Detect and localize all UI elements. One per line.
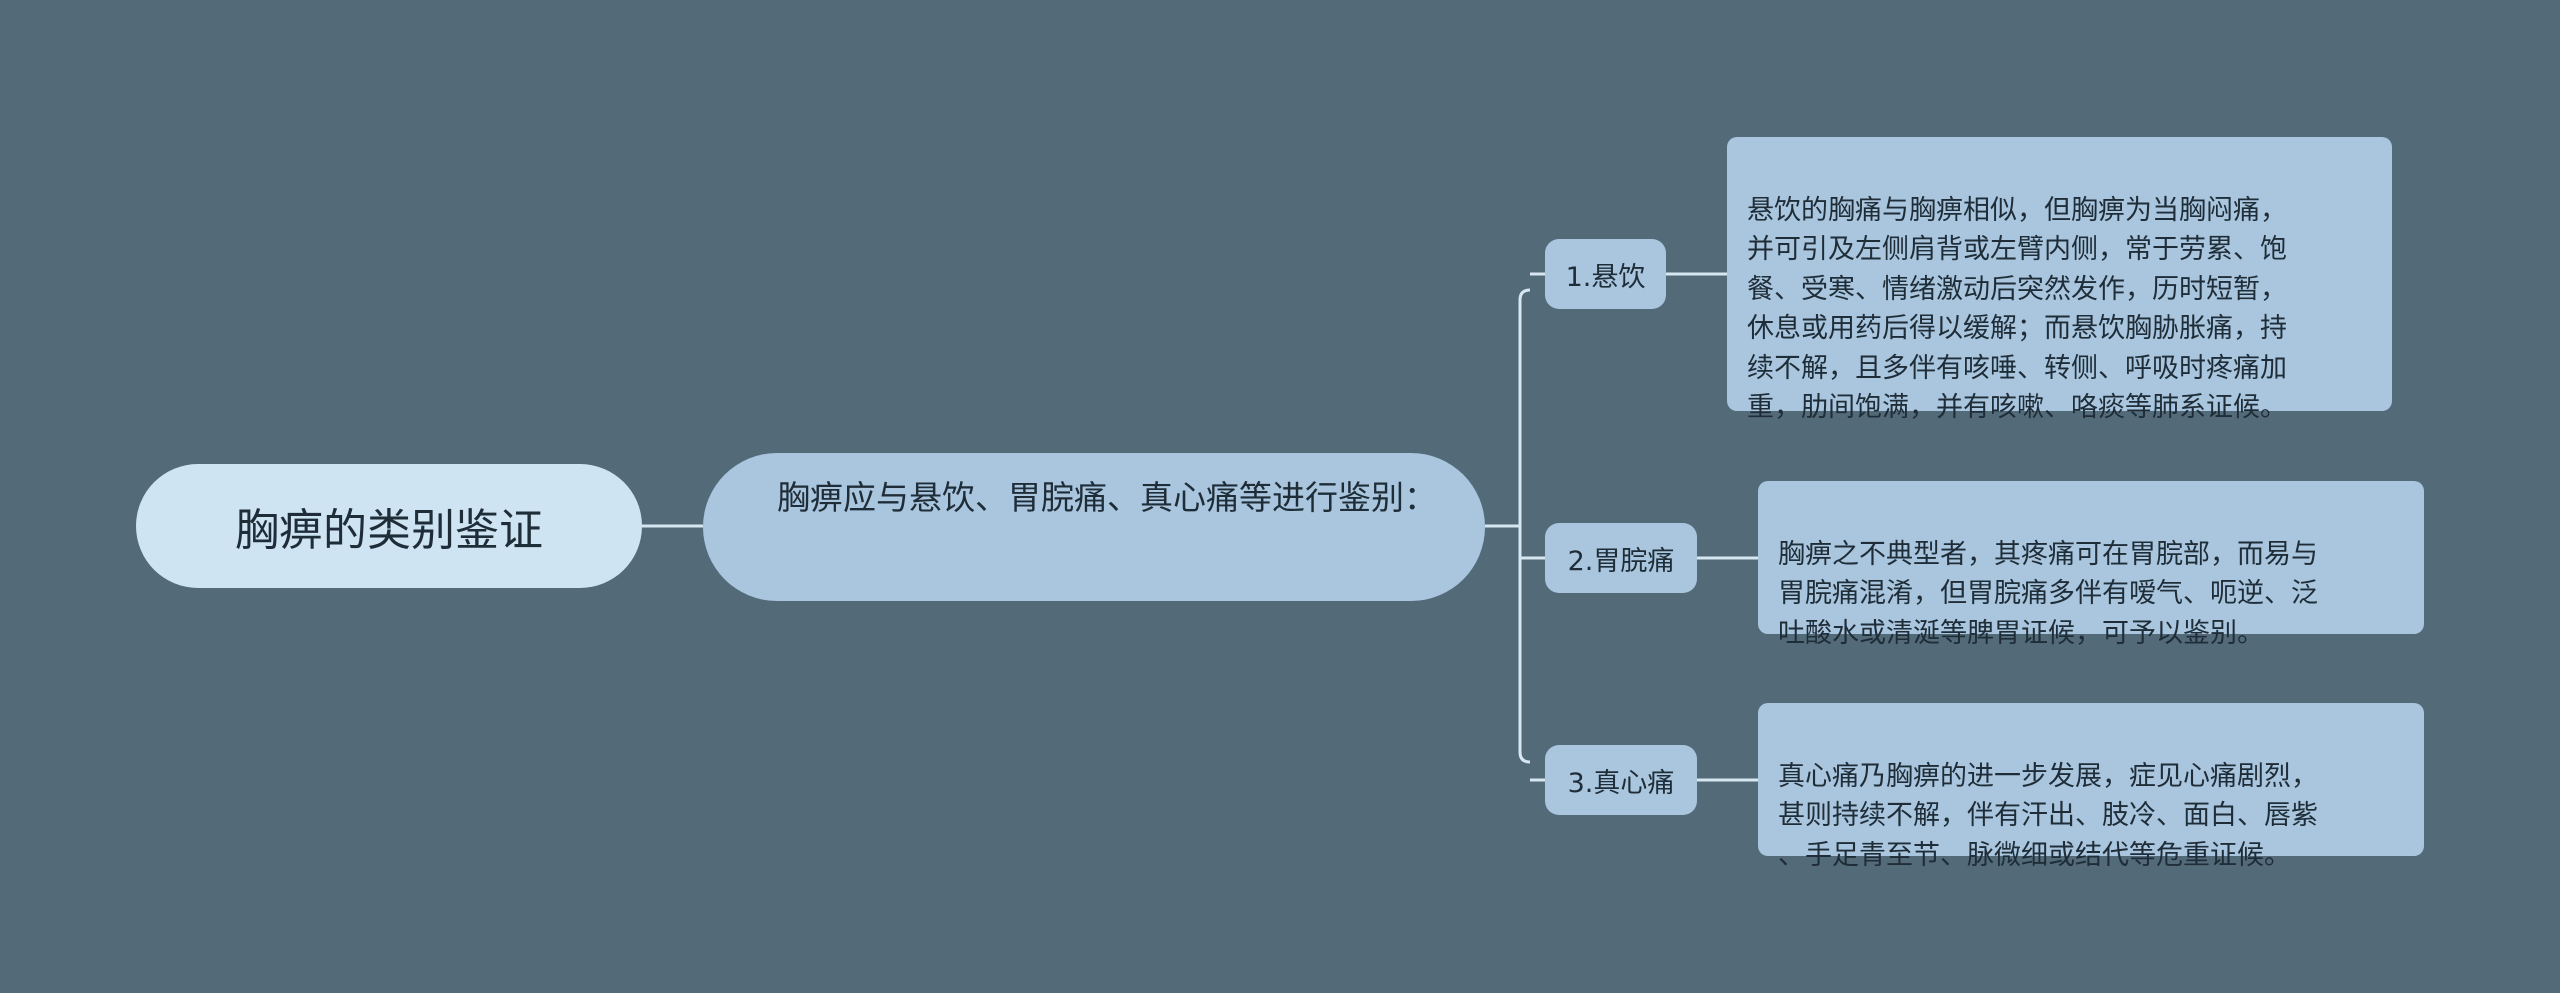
branch-topic-3[interactable]: 3.真心痛 bbox=[1545, 745, 1697, 815]
branch-detail-3[interactable]: 真心痛乃胸痹的进一步发展，症见心痛剧烈， 甚则持续不解，伴有汗出、肢冷、面白、唇… bbox=[1758, 703, 2424, 871]
branch-topic-2[interactable]: 2.胃脘痛 bbox=[1545, 523, 1697, 593]
branch-topic-label: 3.真心痛 bbox=[1567, 767, 1675, 799]
branch-detail-2[interactable]: 胸痹之不典型者，其疼痛可在胃脘部，而易与 胃脘痛混淆，但胃脘痛多伴有嗳气、呃逆、… bbox=[1758, 481, 2424, 649]
main-topic[interactable]: 胸痹应与悬饮、胃脘痛、真心痛等进行鉴别： bbox=[703, 453, 1485, 601]
branch-detail-1[interactable]: 悬饮的胸痛与胸痹相似，但胸痹为当胸闷痛， 并可引及左侧肩背或左臂内侧，常于劳累、… bbox=[1727, 137, 2392, 423]
root-topic[interactable]: 胸痹的类别鉴证 bbox=[136, 464, 642, 588]
root-topic-label: 胸痹的类别鉴证 bbox=[235, 505, 543, 556]
branch-detail-text: 胸痹之不典型者，其疼痛可在胃脘部，而易与 胃脘痛混淆，但胃脘痛多伴有嗳气、呃逆、… bbox=[1778, 538, 2318, 649]
main-topic-label: 胸痹应与悬饮、胃脘痛、真心痛等进行鉴别： bbox=[777, 478, 1437, 517]
branch-detail-text: 悬饮的胸痛与胸痹相似，但胸痹为当胸闷痛， 并可引及左侧肩背或左臂内侧，常于劳累、… bbox=[1747, 194, 2287, 424]
branch-topic-1[interactable]: 1.悬饮 bbox=[1545, 239, 1666, 309]
connector-main-branches bbox=[1485, 288, 1531, 764]
branch-topic-label: 1.悬饮 bbox=[1565, 261, 1646, 293]
branch-detail-text: 真心痛乃胸痹的进一步发展，症见心痛剧烈， 甚则持续不解，伴有汗出、肢冷、面白、唇… bbox=[1778, 760, 2318, 871]
branch-topic-label: 2.胃脘痛 bbox=[1567, 545, 1675, 577]
